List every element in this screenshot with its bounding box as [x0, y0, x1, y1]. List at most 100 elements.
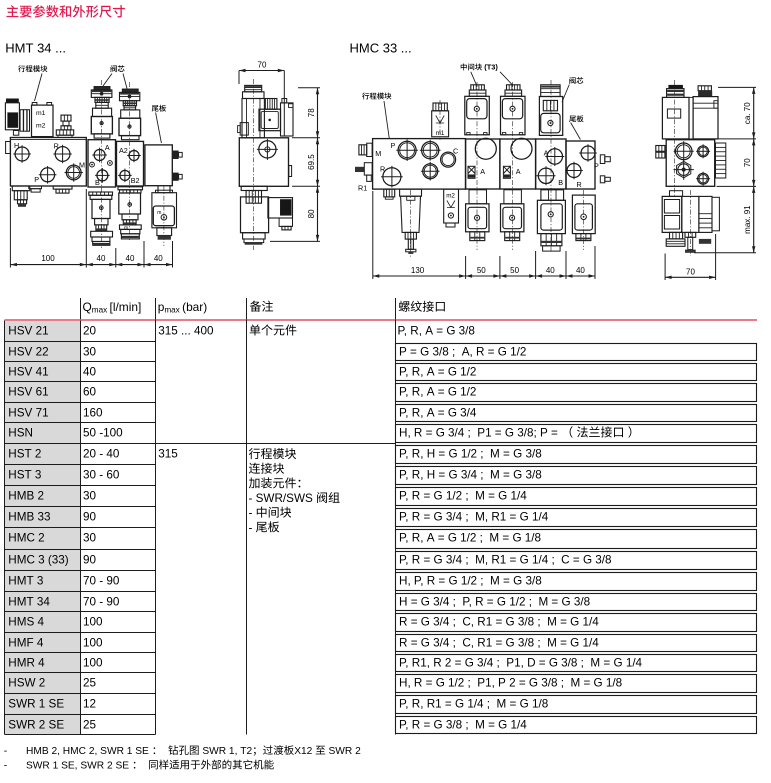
svg-text:P: P: [34, 175, 39, 184]
svg-text:HSV 41: HSV 41: [8, 366, 48, 379]
svg-text:20 - 40: 20 - 40: [83, 448, 120, 461]
svg-text:A: A: [544, 149, 549, 158]
svg-text:HSV 22: HSV 22: [8, 346, 48, 359]
svg-text:R: R: [54, 142, 59, 151]
svg-text:P, R1, R 2 = G 3/4 ; P1, D =: P, R1, R 2 = G 3/4 ; P1, D = G 3/8 ; M =…: [399, 657, 643, 670]
svg-text:90: 90: [83, 554, 97, 567]
svg-text:P, R = G 3/4 ; M, R1 = G 1/4: P, R = G 3/4 ; M, R1 = G 1/4: [399, 511, 549, 524]
svg-text:70: 70: [258, 61, 267, 70]
svg-text:P, R = G 3/4 ; M, R1 = G 1/4: P, R = G 3/4 ; M, R1 = G 1/4 ; C = G 3/8: [399, 554, 612, 567]
svg-text:P, R, A = G 3/4: P, R, A = G 3/4: [399, 407, 477, 420]
svg-text:P, R, H = G 1/2 ; M = G 3/8: P, R, H = G 1/2 ; M = G 3/8: [399, 448, 542, 461]
svg-text:A2: A2: [119, 146, 128, 155]
svg-text:HSN: HSN: [8, 427, 33, 440]
svg-text:-: -: [4, 761, 7, 772]
svg-text:315 ... 400: 315 ... 400: [158, 325, 214, 338]
svg-text:HMB 33: HMB 33: [8, 511, 50, 524]
svg-text:100: 100: [83, 616, 103, 629]
svg-text:69.5: 69.5: [307, 154, 316, 170]
svg-text:HMC 33 ...: HMC 33 ...: [350, 40, 412, 55]
svg-text:m: m: [124, 225, 128, 231]
svg-text:130: 130: [411, 266, 425, 275]
svg-text:70 - 90: 70 - 90: [83, 575, 120, 588]
svg-text:HMC 2: HMC 2: [8, 532, 44, 545]
svg-text:H, R = G 1/2 ; P1, P 2 = G 3/: H, R = G 1/2 ; P1, P 2 = G 3/8 ; M = G 1…: [399, 677, 622, 690]
svg-text:20: 20: [83, 325, 97, 338]
svg-text:R = G 3/4 ; C, R1 = G 3/8 ;: R = G 3/4 ; C, R1 = G 3/8 ; M = G 1/4: [399, 637, 599, 650]
svg-text:max. 91: max. 91: [743, 205, 752, 234]
svg-text:Q: Q: [83, 300, 92, 314]
svg-text:M: M: [375, 149, 381, 158]
svg-text:A: A: [516, 167, 521, 176]
svg-text:78: 78: [307, 108, 316, 117]
svg-text:60: 60: [83, 386, 97, 399]
svg-text:25: 25: [83, 719, 97, 732]
svg-text:H, R = G 3/4 ; P1 = G 3/8; P: H, R = G 3/4 ; P1 = G 3/8; P =: [399, 427, 561, 440]
svg-text:40: 40: [126, 254, 135, 263]
svg-text:HSV 61: HSV 61: [8, 386, 48, 399]
svg-text:P: P: [391, 141, 396, 150]
svg-text:40: 40: [83, 366, 97, 379]
svg-text:HMF 4: HMF 4: [8, 637, 44, 650]
svg-text:HMR 4: HMR 4: [8, 657, 45, 670]
svg-text:HSV 71: HSV 71: [8, 407, 48, 420]
svg-text:max: max: [92, 306, 107, 315]
svg-text:P, R, A = G 3/8: P, R, A = G 3/8: [398, 325, 475, 338]
svg-text:(T3): (T3): [482, 63, 498, 72]
svg-text:R1: R1: [358, 184, 367, 193]
svg-text:SWR 1, T2: SWR 1, T2: [199, 746, 252, 757]
svg-text:P, R, H = G 3/4 ; M = G 3/8: P, R, H = G 3/4 ; M = G 3/8: [399, 469, 542, 482]
svg-text:B: B: [558, 178, 563, 187]
svg-text:H = G 3/4 ; P, R = G 1/2 ; M: H = G 3/4 ; P, R = G 1/2 ; M = G 3/8: [399, 596, 590, 609]
svg-text:B2: B2: [131, 176, 140, 185]
svg-text:40: 40: [154, 254, 163, 263]
svg-text:C: C: [453, 147, 458, 156]
svg-text:100: 100: [41, 254, 55, 263]
svg-text:40: 40: [97, 254, 106, 263]
svg-text:70 - 90: 70 - 90: [83, 596, 120, 609]
svg-text:-: -: [4, 746, 7, 757]
svg-text:H: H: [14, 141, 19, 150]
svg-text:R = G 3/4 ; C, R1 = G 3/8 ;: R = G 3/4 ; C, R1 = G 3/8 ; M = G 1/4: [399, 616, 599, 629]
svg-text:HMT 3: HMT 3: [8, 575, 43, 588]
svg-text:m2: m2: [446, 193, 455, 200]
svg-text:HST 3: HST 3: [8, 469, 41, 482]
svg-text:P, R = G 3/8 ; M = G 1/4: P, R = G 3/8 ; M = G 1/4: [399, 719, 527, 732]
svg-text:100: 100: [83, 657, 103, 670]
svg-text:HMB 2: HMB 2: [8, 490, 44, 503]
svg-text:160: 160: [83, 407, 103, 420]
svg-text:ca. 70: ca. 70: [743, 102, 752, 124]
svg-text:P, R, A = G 1/2 ; M = G 1/8: P, R, A = G 1/2 ; M = G 1/8: [399, 532, 541, 545]
svg-text:m2: m2: [36, 122, 46, 129]
svg-text:R: R: [380, 165, 385, 174]
svg-text:R: R: [577, 180, 582, 189]
svg-text:B: B: [95, 178, 100, 187]
svg-text:- SWR/SWS: - SWR/SWS: [249, 492, 317, 505]
svg-text:70: 70: [743, 158, 752, 167]
svg-text:M: M: [79, 161, 85, 170]
svg-text:40: 40: [546, 266, 555, 275]
svg-text:P, R, R1 = G 1/4 ; M = G 1/8: P, R, R1 = G 1/4 ; M = G 1/8: [399, 698, 548, 711]
svg-text:315: 315: [158, 448, 178, 461]
svg-text:SWR 1 SE, SWR 2 SE: SWR 1 SE, SWR 2 SE: [26, 761, 132, 772]
svg-text:40: 40: [576, 266, 585, 275]
svg-text:100: 100: [83, 637, 103, 650]
svg-text:30: 30: [83, 532, 97, 545]
svg-text:30 - 60: 30 - 60: [83, 469, 120, 482]
svg-text:P, R, A = G 1/2: P, R, A = G 1/2: [399, 366, 476, 379]
svg-text:P, R, A = G 1/2: P, R, A = G 1/2: [399, 386, 476, 399]
svg-text:A: A: [480, 167, 485, 176]
svg-text:30: 30: [83, 346, 97, 359]
svg-text:(bar): (bar): [182, 300, 207, 314]
svg-text:50: 50: [510, 266, 519, 275]
svg-text:SWR 2: SWR 2: [326, 746, 361, 757]
svg-text:[l/min]: [l/min]: [110, 300, 142, 314]
svg-text:m1: m1: [436, 130, 445, 137]
svg-text:HST 2: HST 2: [8, 448, 41, 461]
svg-text:-: -: [249, 507, 256, 520]
svg-text:SWR 2 SE: SWR 2 SE: [8, 719, 64, 732]
svg-text:A: A: [105, 143, 110, 152]
svg-text:90: 90: [83, 511, 97, 524]
svg-text:HMS 4: HMS 4: [8, 616, 44, 629]
svg-text:m: m: [157, 210, 161, 216]
